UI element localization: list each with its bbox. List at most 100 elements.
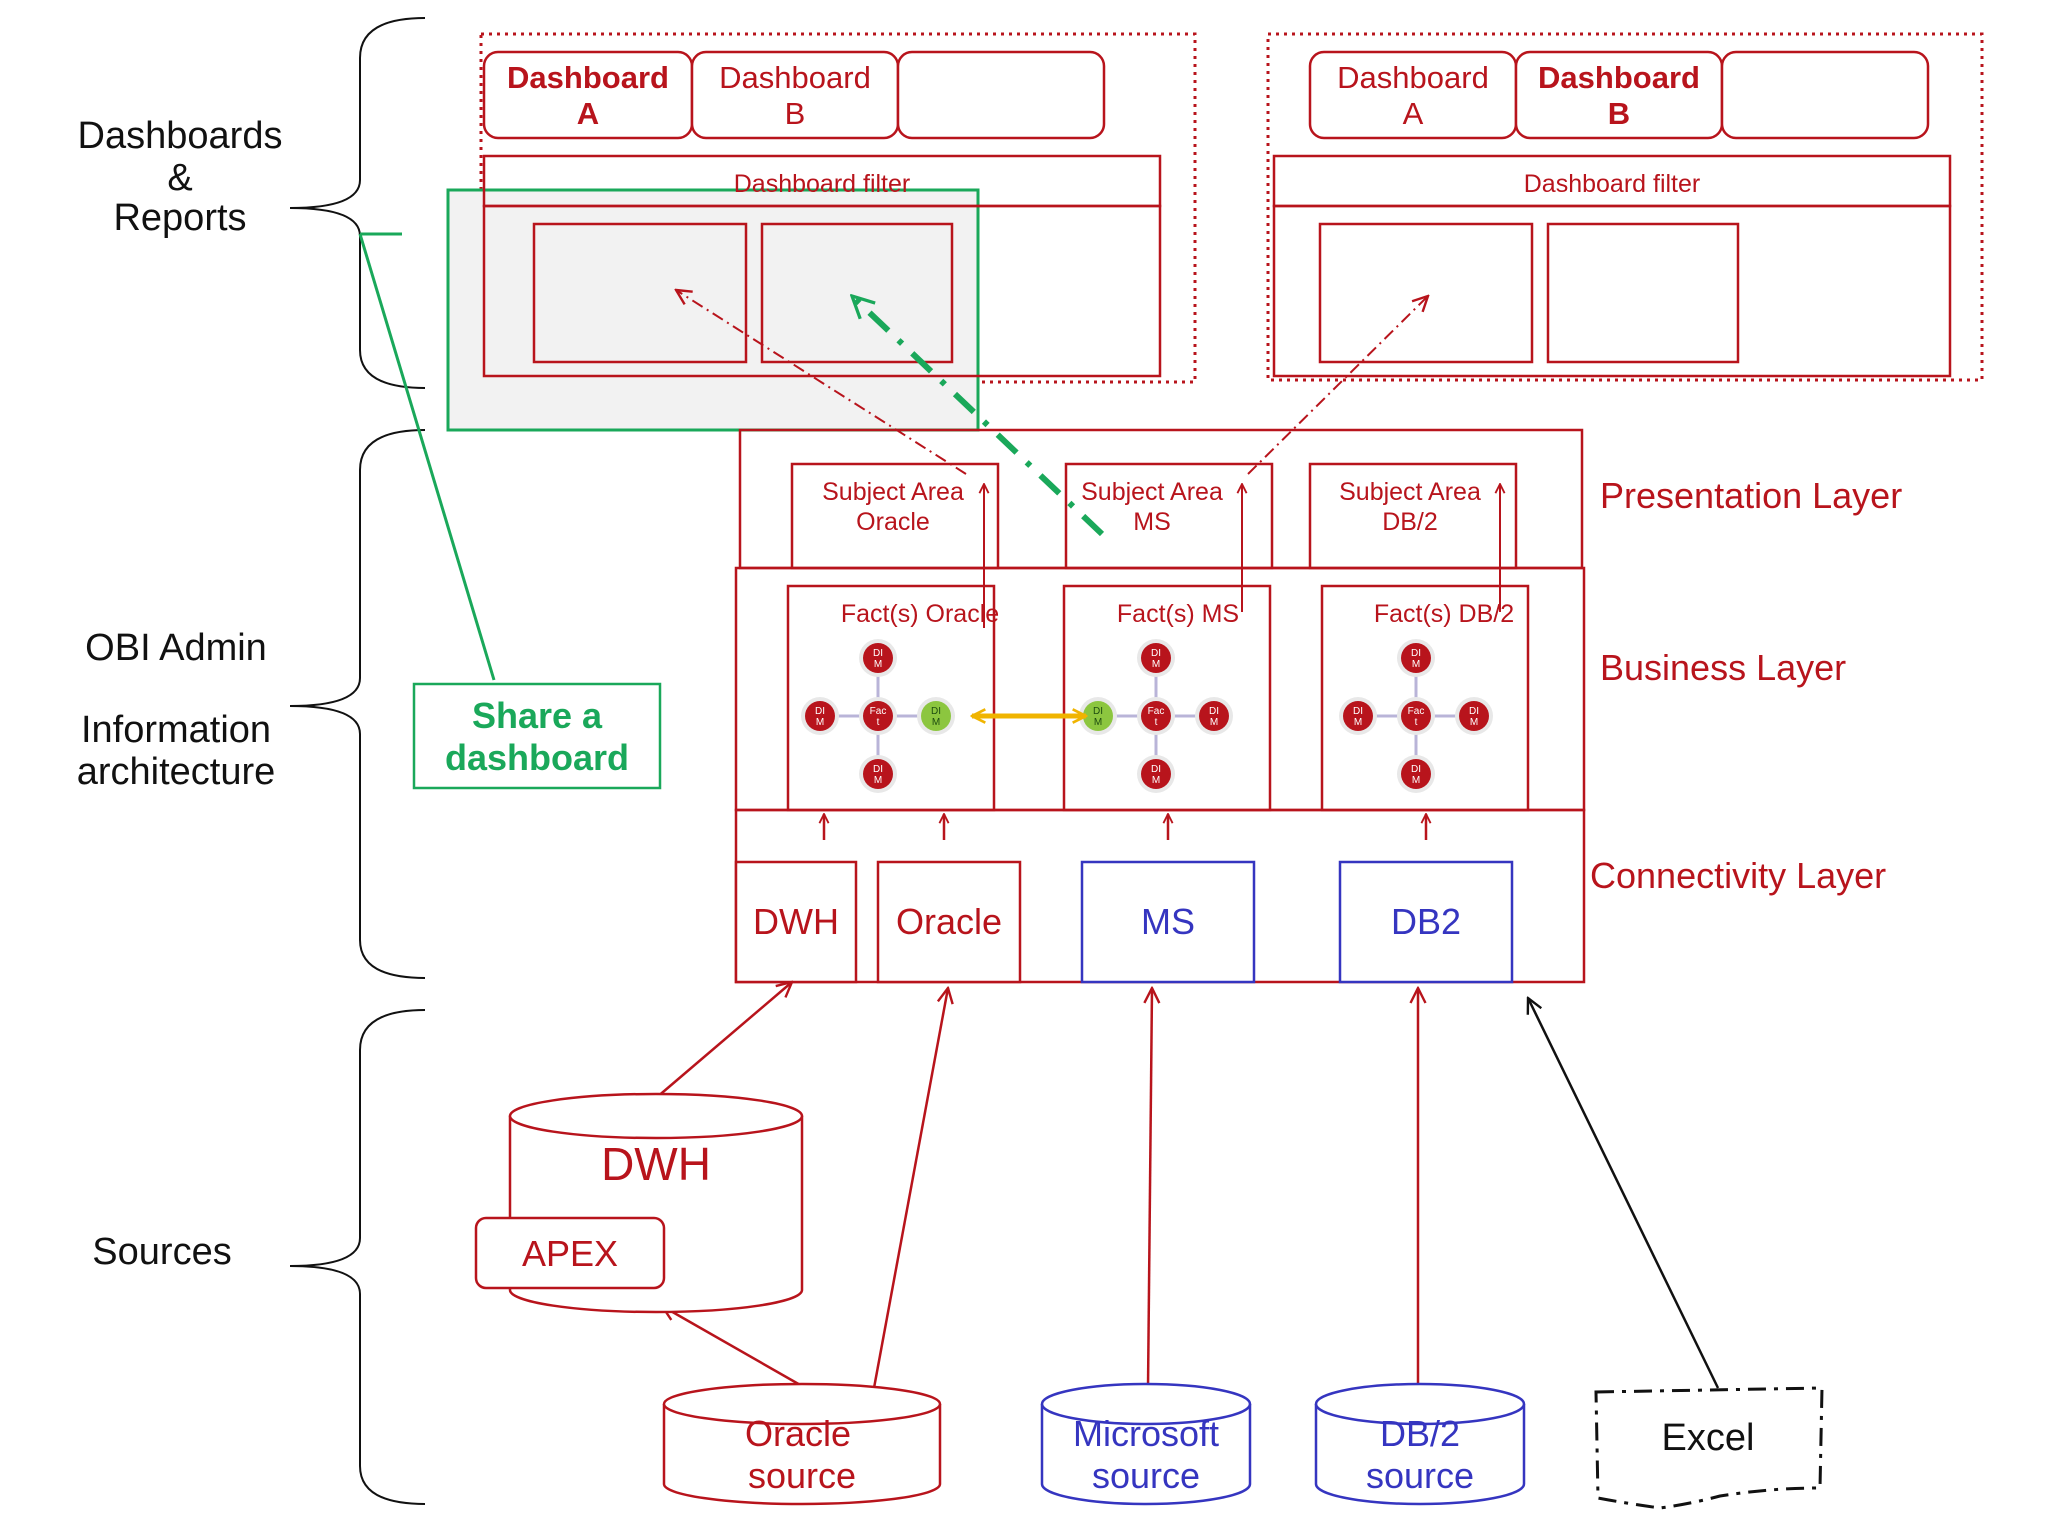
dimension-node[interactable]: DIM bbox=[1195, 697, 1233, 735]
dimension-node[interactable]: DIM bbox=[859, 755, 897, 793]
node-label: DI bbox=[1411, 648, 1421, 659]
tab-label-line2: A bbox=[577, 96, 599, 131]
report-view-1[interactable] bbox=[1318, 222, 1534, 364]
connection-label: Oracle bbox=[896, 901, 1002, 942]
node-label: M bbox=[1412, 659, 1420, 670]
source-label-line2: source bbox=[748, 1455, 856, 1496]
fact-node[interactable]: Fact bbox=[1397, 697, 1435, 735]
tab-label-line1: Dashboard bbox=[1538, 60, 1700, 95]
fact-label: Fact(s) Oracle bbox=[841, 600, 999, 628]
node-label: M bbox=[1412, 775, 1420, 786]
connection-label: DWH bbox=[753, 901, 839, 942]
node-label: Fac bbox=[1148, 706, 1165, 717]
excel-label: Excel bbox=[1662, 1417, 1755, 1459]
node-label: M bbox=[1152, 659, 1160, 670]
subject-area-title: Subject Area bbox=[1081, 478, 1223, 506]
dashboard-panel-left: Dashboard A Dashboard B Dashboard filter bbox=[446, 32, 1197, 432]
dashboard-filter-label: Dashboard filter bbox=[734, 170, 910, 198]
tab-empty[interactable] bbox=[1720, 50, 1930, 140]
node-label: DI bbox=[1209, 706, 1219, 717]
report-view-2[interactable] bbox=[760, 222, 954, 364]
dimension-node[interactable]: DIM bbox=[1137, 755, 1175, 793]
node-label: M bbox=[1152, 775, 1160, 786]
presentation-layer-label: Presentation Layer bbox=[1600, 475, 1902, 516]
fact-node[interactable]: Fact bbox=[859, 697, 897, 735]
source-arrows bbox=[655, 982, 1720, 1389]
connection-label: MS bbox=[1141, 901, 1195, 942]
dashboard-filter-label: Dashboard filter bbox=[1524, 170, 1700, 198]
report-view-2[interactable] bbox=[1546, 222, 1740, 364]
dimension-node[interactable]: DIM bbox=[859, 639, 897, 677]
brace-sources bbox=[289, 1009, 426, 1505]
node-label: DI bbox=[873, 764, 883, 775]
tab-empty[interactable] bbox=[896, 50, 1106, 140]
db2-source: DB/2 source bbox=[1314, 1382, 1526, 1506]
source-label-line1: Microsoft bbox=[1073, 1413, 1219, 1454]
dimension-node[interactable]: DIM bbox=[1137, 639, 1175, 677]
business-layer: Fact(s) Oracle Fact(s) MS Fact(s) DB/2 D… bbox=[734, 566, 1586, 812]
source-label-line2: source bbox=[1092, 1455, 1200, 1496]
shared-dashboard-highlight bbox=[446, 188, 980, 432]
fact-node[interactable]: Fact bbox=[1137, 697, 1175, 735]
connectivity-to-business-arrows bbox=[824, 814, 1426, 840]
node-label: DI bbox=[1353, 706, 1363, 717]
node-label: t bbox=[1155, 717, 1158, 728]
subject-area-name: Oracle bbox=[856, 508, 930, 536]
source-label-line1: Oracle bbox=[745, 1413, 851, 1454]
node-label: DI bbox=[931, 706, 941, 717]
dimension-node[interactable]: DIM bbox=[1397, 755, 1435, 793]
microsoft-source: Microsoft source bbox=[1040, 1382, 1252, 1506]
dimension-node[interactable]: DIM bbox=[917, 697, 955, 735]
source-label-line1: DB/2 bbox=[1380, 1413, 1460, 1454]
label-architecture: architecture bbox=[77, 751, 276, 793]
node-label: M bbox=[1094, 717, 1102, 728]
node-label: M bbox=[874, 775, 882, 786]
connection-ms[interactable] bbox=[1080, 860, 1256, 984]
connection-dwh[interactable] bbox=[734, 860, 858, 984]
tab-label-line1: Dashboard bbox=[719, 60, 871, 95]
label-dashboards: Dashboards bbox=[78, 115, 283, 157]
connection-oracle[interactable] bbox=[876, 860, 1022, 984]
source-label-line2: source bbox=[1366, 1455, 1474, 1496]
report-view-1[interactable] bbox=[532, 222, 748, 364]
presentation-layer: Subject Area Oracle Subject Area MS Subj… bbox=[738, 428, 1584, 570]
subject-area-db2[interactable] bbox=[1308, 462, 1518, 570]
tab-label-line2: B bbox=[1608, 96, 1630, 131]
dimension-node[interactable]: DIM bbox=[1339, 697, 1377, 735]
fact-label: Fact(s) DB/2 bbox=[1374, 600, 1514, 628]
connection-label: DB2 bbox=[1391, 901, 1461, 942]
apex-box[interactable] bbox=[474, 1216, 666, 1290]
dwh-label: DWH bbox=[601, 1138, 711, 1190]
share-label-line2: dashboard bbox=[445, 737, 629, 778]
label-information: Information bbox=[81, 709, 271, 751]
dimension-node[interactable]: DIM bbox=[1397, 639, 1435, 677]
node-label: DI bbox=[1411, 764, 1421, 775]
subject-area-ms[interactable] bbox=[1064, 462, 1274, 570]
share-dashboard-box[interactable] bbox=[412, 682, 662, 790]
connectivity-layer-label: Connectivity Layer bbox=[1590, 855, 1886, 896]
dimension-node[interactable]: DIM bbox=[1455, 697, 1493, 735]
subject-area-title: Subject Area bbox=[822, 478, 964, 506]
node-label: M bbox=[1210, 717, 1218, 728]
node-label: M bbox=[816, 717, 824, 728]
share-label-line1: Share a bbox=[472, 695, 603, 736]
business-layer-label: Business Layer bbox=[1600, 647, 1846, 688]
label-ampersand: & bbox=[167, 157, 192, 199]
tab-label-line1: Dashboard bbox=[507, 60, 669, 95]
subject-area-oracle[interactable] bbox=[790, 462, 1000, 570]
connectivity-layer: DWH Oracle MS DB2 bbox=[734, 808, 1586, 984]
node-label: M bbox=[874, 659, 882, 670]
node-label: M bbox=[1470, 717, 1478, 728]
dimension-node[interactable]: DIM bbox=[801, 697, 839, 735]
node-label: DI bbox=[873, 648, 883, 659]
subject-area-name: MS bbox=[1133, 508, 1171, 536]
tab-label-line2: A bbox=[1403, 96, 1424, 131]
connection-db2[interactable] bbox=[1338, 860, 1514, 984]
fact-label: Fact(s) MS bbox=[1117, 600, 1239, 628]
node-label: DI bbox=[1469, 706, 1479, 717]
subject-area-name: DB/2 bbox=[1382, 508, 1438, 536]
brace-dashboards bbox=[289, 17, 426, 389]
dwh-database: DWH APEX bbox=[474, 1092, 804, 1314]
dimension-node[interactable]: DIM bbox=[1079, 697, 1117, 735]
node-label: M bbox=[1354, 717, 1362, 728]
